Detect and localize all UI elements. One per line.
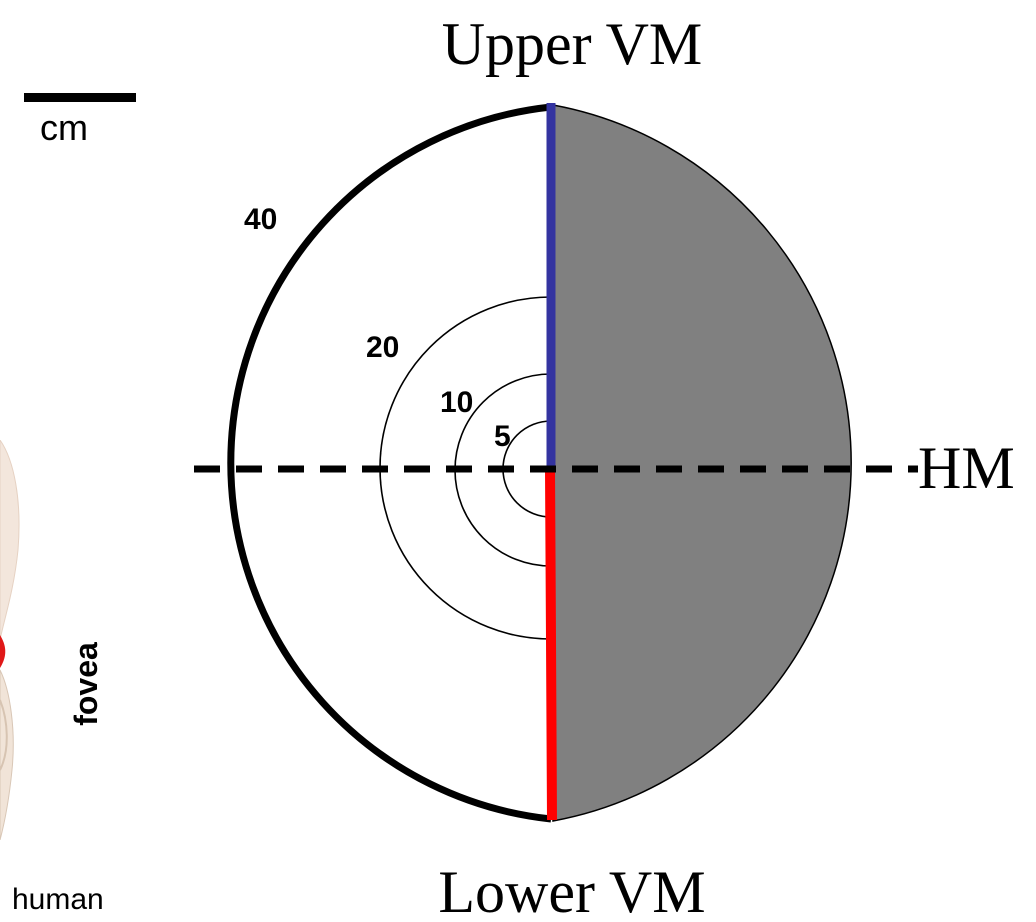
- eccentricity-label-40: 40: [244, 203, 277, 236]
- eccentricity-label-10: 10: [440, 386, 473, 419]
- brain-surface-image: [0, 440, 20, 840]
- right-hemifield: [552, 104, 852, 822]
- species-label: human: [12, 883, 104, 916]
- eccentricity-label-20: 20: [366, 331, 399, 364]
- scale-bar-label: cm: [40, 107, 88, 148]
- eccentricity-label-5: 5: [494, 420, 511, 453]
- scale-bar: [24, 93, 136, 102]
- lower-vertical-meridian: [545, 468, 557, 821]
- brain-panel: cm fovea human: [0, 0, 160, 922]
- upper-vm-label: Upper VM: [442, 11, 703, 77]
- lower-vm-label: Lower VM: [438, 859, 705, 922]
- outer-field-boundary: [227, 103, 552, 823]
- hm-label: HM: [918, 435, 1015, 501]
